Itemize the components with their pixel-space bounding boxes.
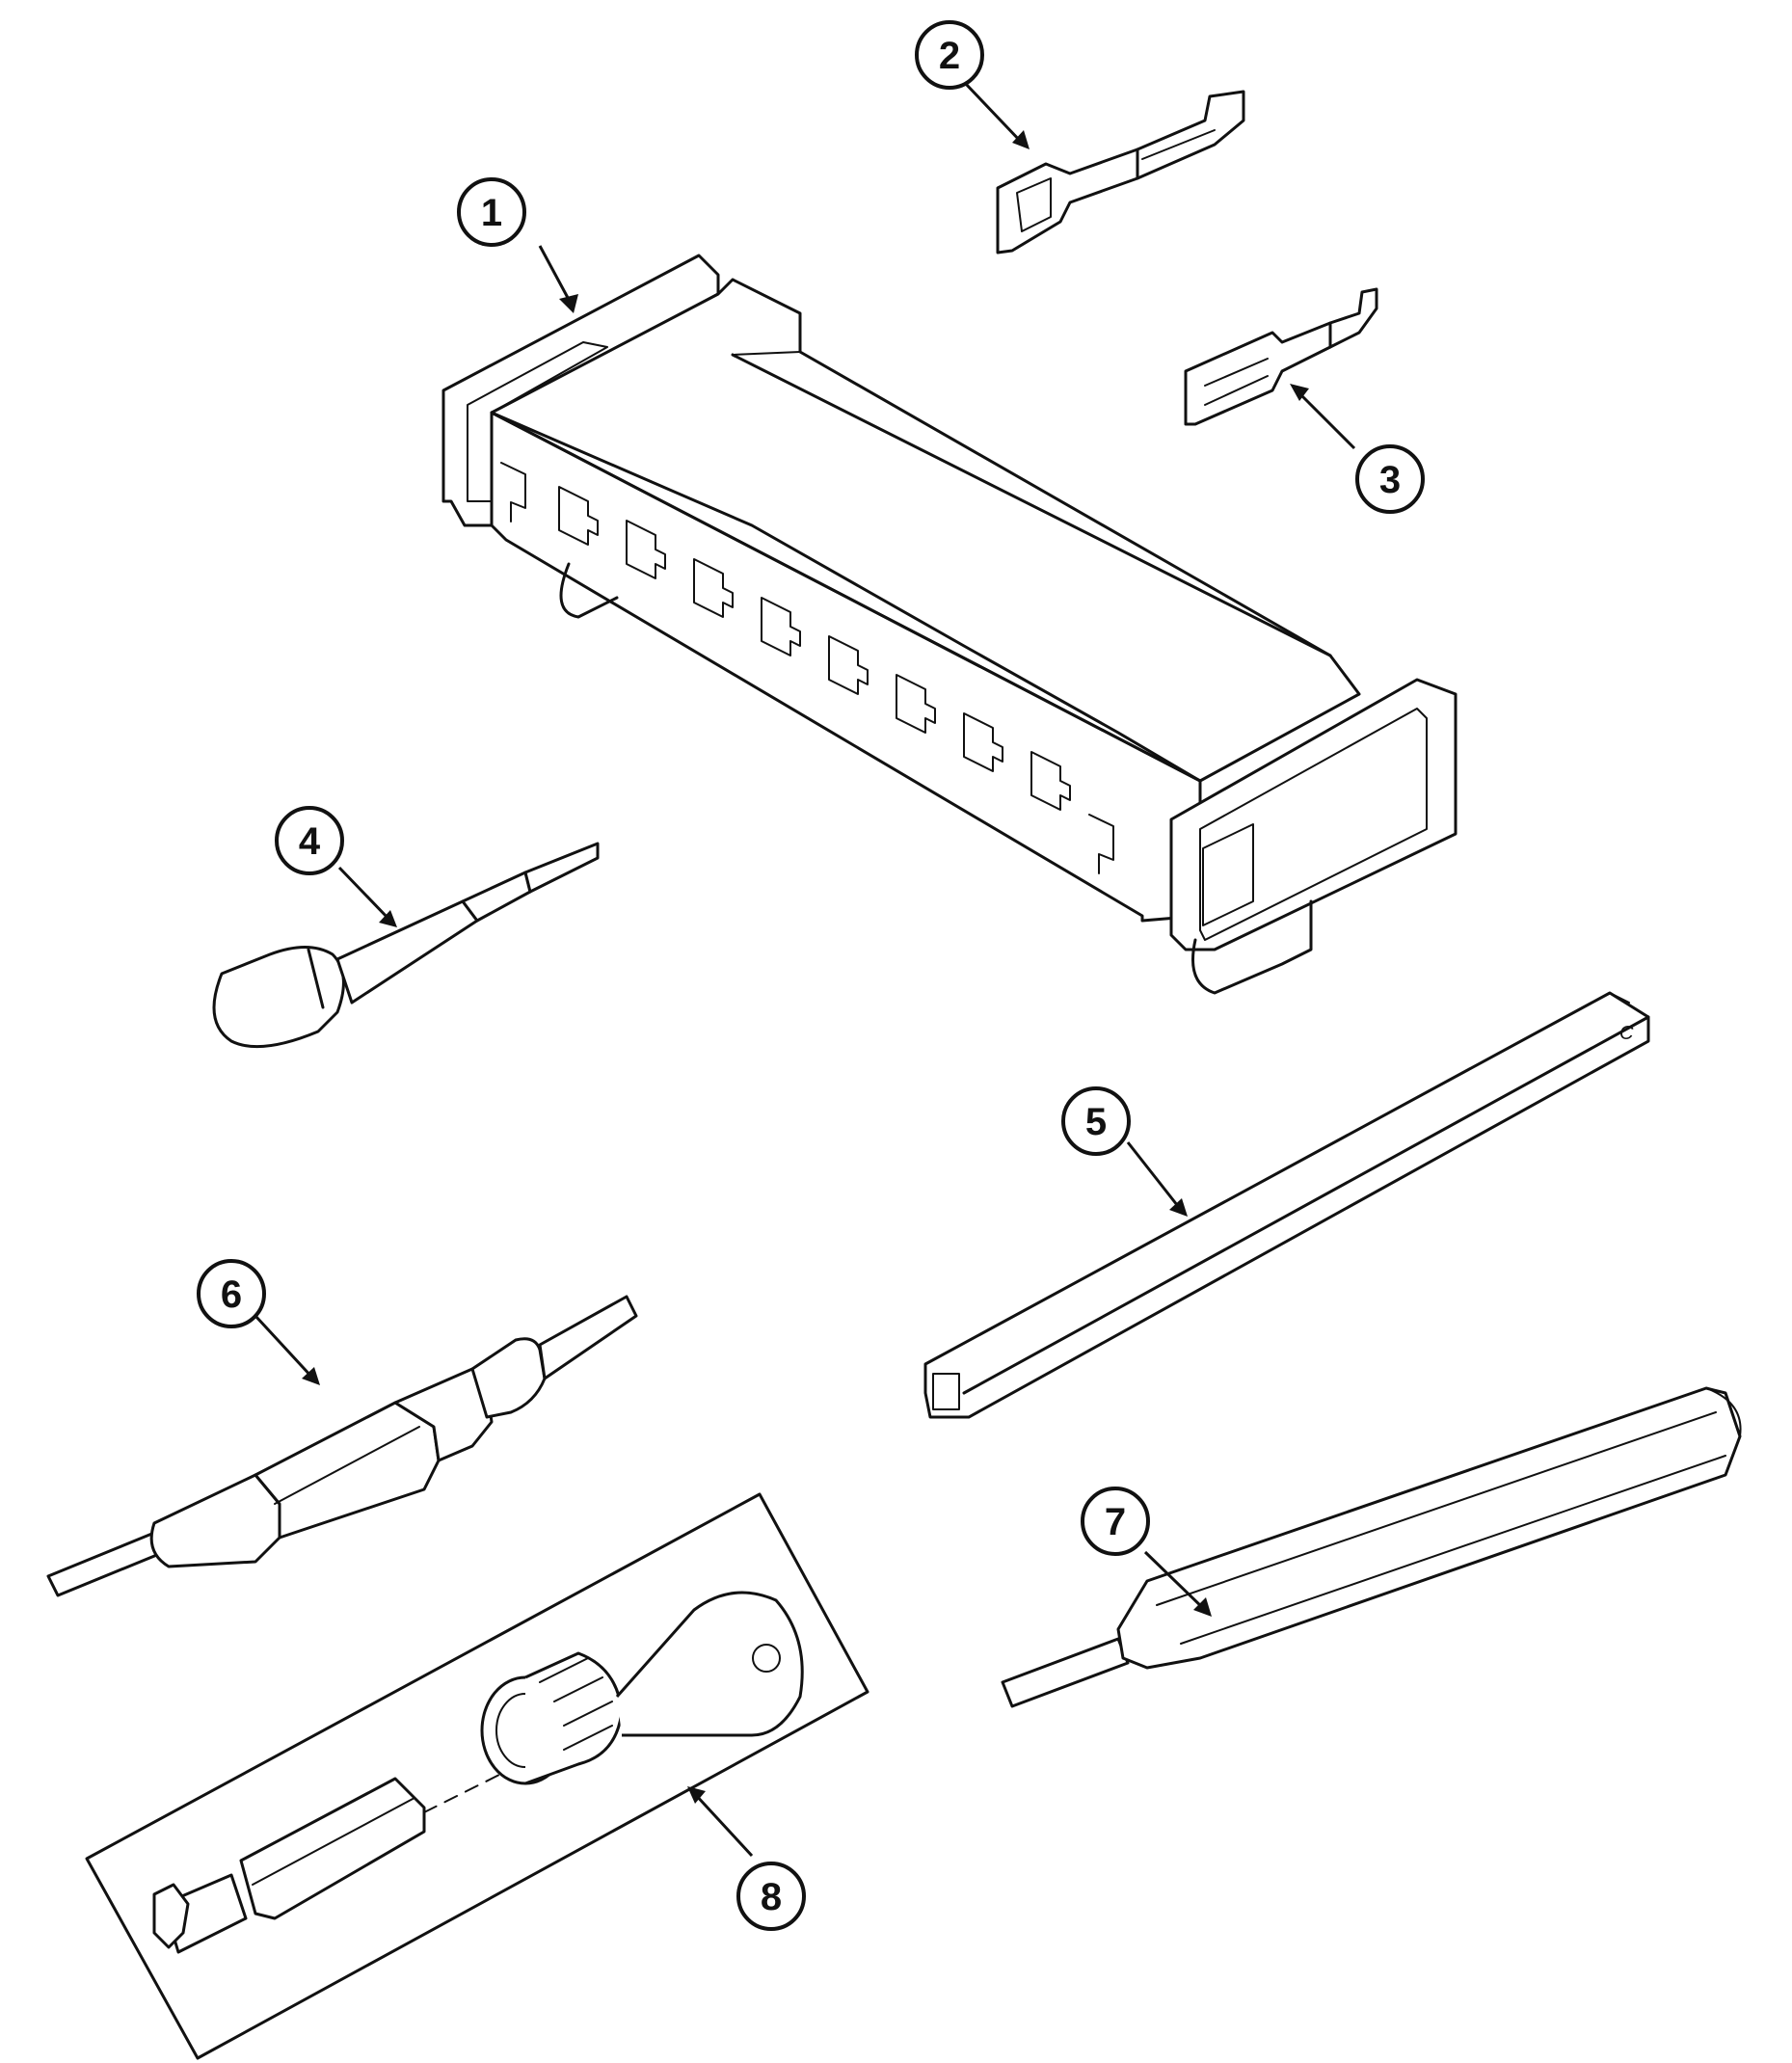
callout-7-label: 7 bbox=[1105, 1501, 1126, 1543]
part-8-frame bbox=[85, 1492, 869, 2060]
callout-4: 4 bbox=[275, 806, 344, 875]
bar-marking: C bbox=[1619, 1023, 1634, 1044]
hex-tool bbox=[1001, 1386, 1742, 1708]
callout-8: 8 bbox=[736, 1862, 806, 1931]
callout-5: 5 bbox=[1061, 1086, 1131, 1156]
square-bar: C bbox=[923, 991, 1650, 1419]
small-terminal bbox=[1184, 287, 1378, 426]
callout-7: 7 bbox=[1081, 1487, 1150, 1556]
torx-bit-socket-set bbox=[85, 1492, 869, 2060]
callout-5-label: 5 bbox=[1085, 1101, 1107, 1143]
callout-8-label: 8 bbox=[761, 1876, 782, 1918]
callout-1-label: 1 bbox=[481, 192, 502, 234]
callout-3: 3 bbox=[1355, 444, 1425, 514]
callout-6-label: 6 bbox=[221, 1273, 242, 1316]
callout-1: 1 bbox=[457, 177, 526, 247]
large-terminal bbox=[996, 90, 1245, 255]
callout-2: 2 bbox=[915, 20, 984, 90]
callout-2-label: 2 bbox=[939, 35, 960, 77]
connector-housing bbox=[441, 254, 1458, 995]
callout-6: 6 bbox=[197, 1259, 266, 1328]
callout-3-label: 3 bbox=[1379, 459, 1401, 501]
connector-cavities bbox=[500, 462, 1114, 874]
pin-insertion-tool bbox=[46, 1295, 638, 1597]
terminal-removal-tool bbox=[212, 842, 600, 1049]
callout-4-label: 4 bbox=[299, 820, 321, 863]
